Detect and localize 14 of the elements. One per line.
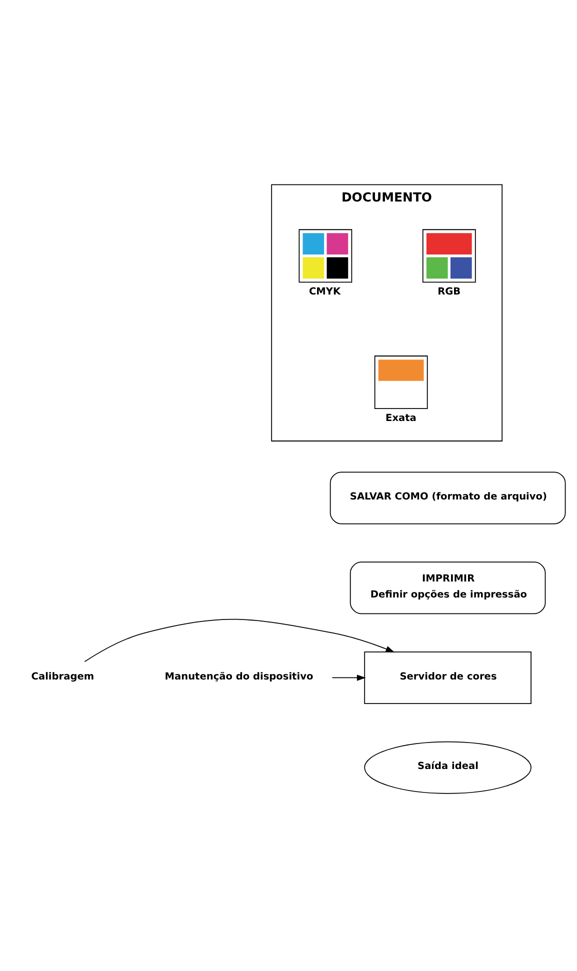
node-text: Calibragem	[31, 671, 94, 682]
node-label: RGB	[438, 286, 461, 298]
node-box: Servidor de cores	[364, 651, 532, 704]
node-text: Manutenção do dispositivo	[164, 671, 314, 682]
node-box	[298, 229, 352, 283]
arrow	[84, 618, 395, 662]
node-box: SALVAR COMO (formato de arquivo)	[330, 472, 566, 524]
node-ellipse: Saída ideal	[364, 741, 532, 794]
node-box: IMPRIMIR Definir opções de impressão	[350, 562, 546, 614]
node-label: CMYK	[308, 286, 341, 298]
node-box	[422, 229, 476, 283]
arrow	[332, 674, 366, 681]
node-label: Exata	[386, 412, 416, 424]
node-box	[374, 356, 428, 409]
